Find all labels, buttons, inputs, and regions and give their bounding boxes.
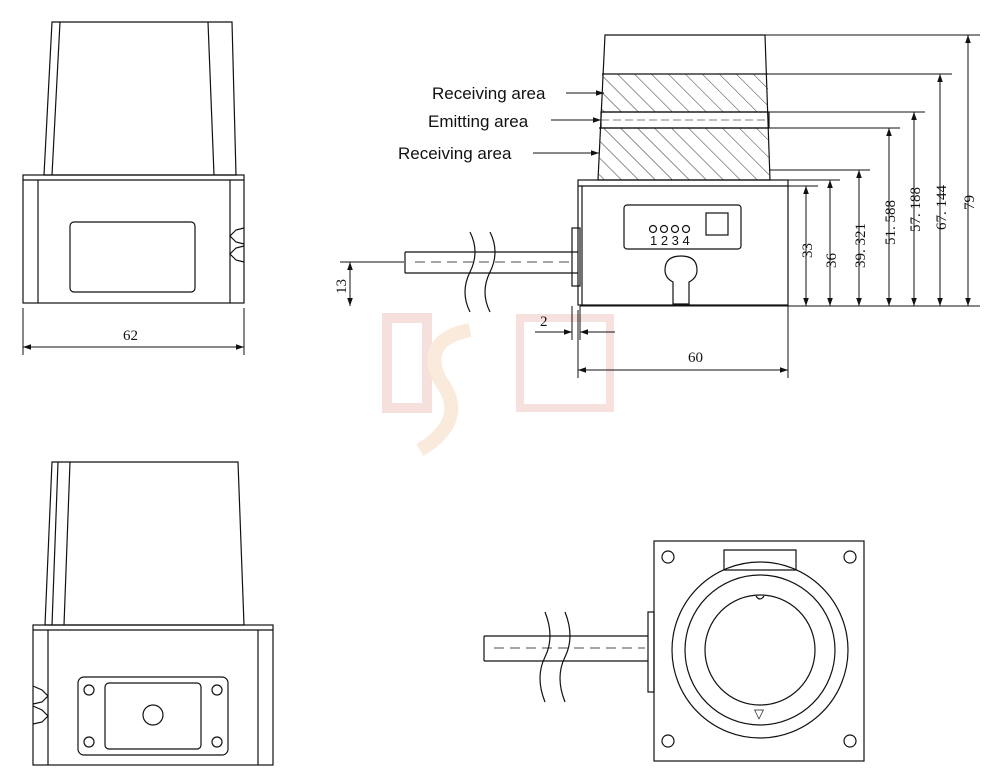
indicator-numbers: 1 2 3 4	[650, 233, 690, 248]
front-view	[22, 21, 245, 304]
emitting-area-label: Emitting area	[428, 112, 529, 131]
dimension-36-label: 36	[824, 253, 840, 269]
rear-view	[32, 461, 274, 766]
area-leader-lines	[533, 90, 604, 156]
svg-text:▽: ▽	[754, 706, 764, 721]
dimension-51-588-label: 51. 588	[883, 200, 899, 245]
dimension-67-144-label: 67. 144	[934, 185, 950, 231]
dimension-60-label: 60	[688, 350, 703, 366]
dimension-2-label: 2	[540, 314, 548, 330]
dimension-13-label: 13	[334, 279, 350, 294]
receiving-area-bottom-label: Receiving area	[398, 144, 512, 163]
dimension-62-label: 62	[123, 328, 138, 344]
receiving-area-top-label: Receiving area	[432, 84, 546, 103]
dimension-79-label: 79	[962, 195, 978, 210]
top-view: ▽	[483, 540, 865, 762]
side-view	[404, 34, 789, 313]
dimension-57-188-label: 57. 188	[908, 187, 924, 232]
dimension-39-321-label: 39. 321	[853, 223, 869, 268]
dimension-62	[22, 308, 245, 355]
dimension-33-label: 33	[800, 243, 816, 258]
watermark-logo	[382, 313, 614, 457]
height-dimensions	[340, 34, 980, 378]
